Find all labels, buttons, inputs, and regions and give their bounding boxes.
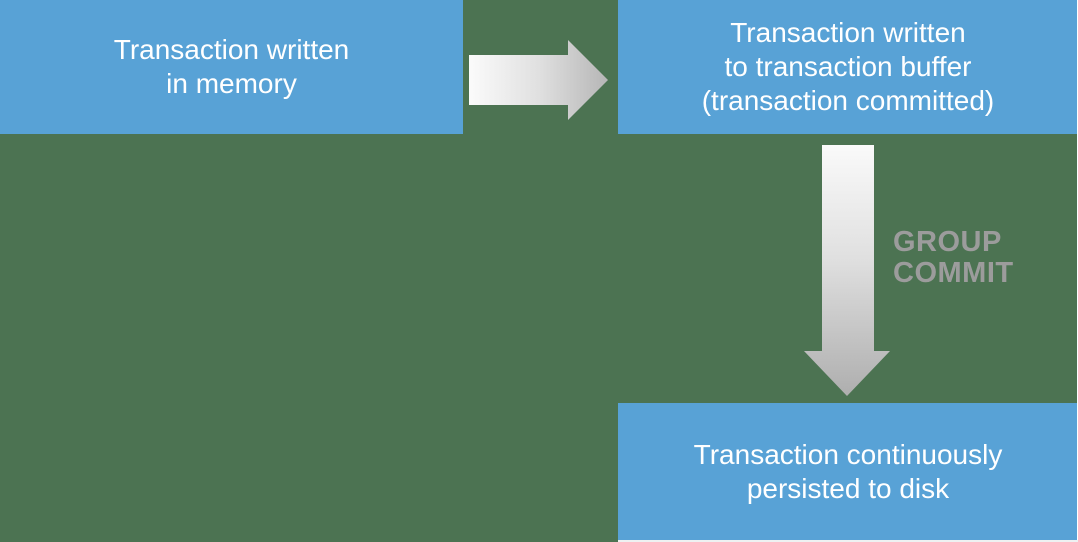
group-commit-label: GROUP COMMIT — [893, 226, 1014, 289]
node-transaction-in-memory: Transaction written in memory — [0, 0, 463, 134]
arrow-down-icon — [804, 145, 890, 396]
node-transaction-in-memory-label: Transaction written in memory — [113, 34, 350, 99]
node-transaction-buffer-label: Transaction written to transaction buffe… — [701, 17, 995, 116]
node-persisted-to-disk: Transaction continuously persisted to di… — [618, 403, 1078, 540]
node-persisted-to-disk-label: Transaction continuously persisted to di… — [693, 438, 1003, 504]
node-transaction-buffer: Transaction written to transaction buffe… — [618, 0, 1078, 134]
screenshot-bottom-edge-line — [618, 540, 1078, 542]
arrow-right-icon — [469, 40, 608, 120]
